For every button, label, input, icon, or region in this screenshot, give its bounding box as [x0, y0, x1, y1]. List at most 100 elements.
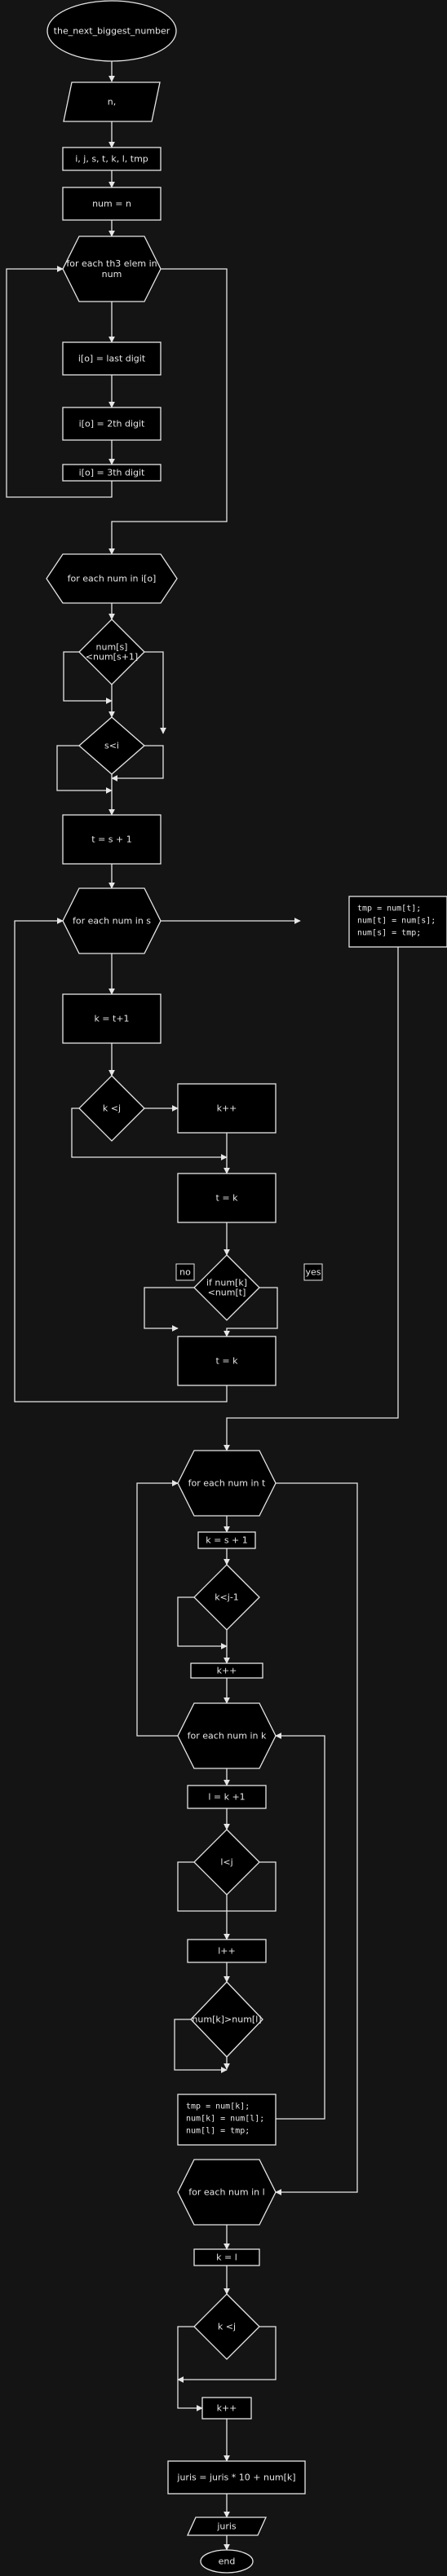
label-loop-s: for each num in s — [73, 916, 151, 927]
label-label-yes: yes — [305, 1267, 321, 1278]
label-digit1: i[o] = last digit — [78, 354, 146, 364]
label-output: juris — [216, 2521, 237, 2532]
label-start: the_next_biggest_number — [54, 26, 170, 37]
label-loop-io: for each num in i[o] — [68, 574, 157, 584]
decision-cmp-lj — [193, 1829, 260, 1896]
decision-cmp-kj1 — [193, 1564, 260, 1631]
label-label-no: no — [179, 1267, 191, 1278]
code-line-swap1-2: num[t] = num[s]; — [357, 917, 436, 926]
code-line-swap1-3: num[s] = tmp; — [357, 929, 421, 938]
process-k-assign1 — [62, 993, 162, 1044]
label-l-inc: l++ — [218, 1946, 236, 1957]
decision-cmp-si — [78, 716, 145, 775]
label-cmp-kj: k <j — [103, 1103, 121, 1114]
process-l-inc — [187, 1939, 267, 1963]
label-cmp-num-2: <num[s+1] — [86, 652, 138, 663]
process-k-assign2 — [197, 1531, 256, 1549]
label-k-inc2: k++ — [217, 1666, 237, 1676]
io-input-n — [63, 81, 161, 122]
label-cmp-kj2: k <j — [218, 2322, 236, 2332]
connector-12 — [144, 651, 166, 734]
loop-loop-s — [62, 887, 162, 954]
label-cmp-num-1: num[s] — [96, 642, 128, 653]
label-k-assign2: k = s + 1 — [206, 1535, 248, 1546]
process-l-assign — [187, 1785, 267, 1809]
process-juris-calc — [167, 2460, 306, 2495]
terminal-start — [46, 0, 177, 62]
label-l-assign: l = k +1 — [208, 1792, 245, 1803]
label-k-inc1: k++ — [217, 1103, 237, 1114]
label-end: end — [219, 2556, 236, 2567]
label-juris-calc: juris = juris * 10 + num[k] — [176, 2473, 295, 2483]
process-t-eq-k2 — [177, 1336, 277, 1386]
process-declare — [62, 147, 162, 171]
label-k-eq-l: k = l — [216, 2252, 237, 2263]
connector-28 — [224, 945, 399, 1451]
connector-43 — [136, 1480, 179, 1737]
label-cmp-si: s<i — [104, 741, 119, 751]
code-line-swap2-1: tmp = num[k]; — [186, 2103, 250, 2111]
label-cmp-kj1: k<j-1 — [215, 1592, 239, 1603]
process-digit2 — [62, 407, 162, 441]
label-digit2: i[o] = 2th digit — [79, 419, 145, 429]
label-loop-t: for each num in t — [188, 1478, 266, 1489]
label-loop-l: for each num in l — [188, 2187, 264, 2198]
branch-tag-label-no — [175, 1263, 195, 1281]
io-output — [186, 2517, 268, 2536]
loop-loop-io — [46, 553, 178, 604]
terminal-end — [200, 2549, 254, 2574]
connector-27 — [14, 918, 228, 1402]
decision-cmp-numk — [193, 1254, 260, 1321]
connector-26 — [224, 1287, 278, 1337]
label-loop-k: for each num in k — [188, 1731, 267, 1742]
connector-22 — [71, 1107, 228, 1160]
connector-11 — [63, 651, 113, 704]
connector-46 — [177, 2326, 203, 2411]
label-t-eq-k1: t = k — [216, 1193, 239, 1204]
label-assign-num: num = n — [92, 199, 131, 209]
connector-39 — [174, 2019, 228, 2073]
process-assign-num — [62, 187, 162, 221]
connector-14 — [56, 745, 113, 794]
code-block-swap2 — [177, 2094, 277, 2146]
connector-9 — [108, 268, 228, 555]
label-digit3: i[o] = 3th digit — [79, 468, 145, 478]
code-block-swap1 — [348, 896, 447, 948]
loop-loop-l — [177, 2159, 277, 2226]
connector-25 — [144, 1287, 194, 1332]
process-k-inc2 — [190, 1662, 263, 1679]
connector-31 — [177, 1596, 228, 1649]
loop-loop-elem — [62, 236, 162, 302]
flowchart-labels: the_next_biggest_number n, i, j, s, t, k, … — [54, 26, 436, 2567]
label-k-assign1: k = t+1 — [94, 1014, 129, 1024]
connector-42 — [275, 1482, 358, 2195]
label-cmp-numk-1: if num[k] — [206, 1278, 247, 1288]
connector-lines — [6, 61, 399, 2551]
label-loop-elem-1: for each th3 elem in — [66, 258, 157, 269]
decision-cmp-num — [78, 619, 145, 685]
decision-cmp-numkl — [190, 1981, 263, 2058]
label-cmp-numk-2: <num[t] — [208, 1288, 246, 1298]
decision-cmp-kj — [78, 1075, 145, 1142]
loop-loop-k — [177, 1702, 277, 1769]
branch-tag-label-yes — [303, 1263, 323, 1281]
label-cmp-lj: l<j — [220, 1857, 232, 1868]
code-line-swap1-1: tmp = num[t]; — [357, 905, 421, 914]
process-digit3 — [62, 464, 162, 482]
label-k-inc3: k++ — [217, 2403, 237, 2414]
decision-cmp-kj2 — [193, 2293, 260, 2360]
process-k-inc3 — [201, 2397, 252, 2420]
label-declare: i, j, s, t, k, l, tmp — [75, 154, 148, 165]
connector-15 — [111, 745, 164, 782]
process-t-assign — [62, 814, 162, 865]
label-cmp-numkl: num[k]>num[l] — [192, 2015, 261, 2025]
label-t-eq-k2: t = k — [216, 1356, 239, 1367]
connector-41 — [275, 1733, 325, 2120]
code-line-swap2-2: num[k] = num[l]; — [186, 2115, 264, 2124]
flowchart-nodes — [46, 0, 447, 2574]
label-t-assign: t = s + 1 — [91, 834, 131, 845]
label-input-n: n, — [108, 97, 116, 108]
process-k-eq-l — [193, 2248, 260, 2266]
process-digit1 — [62, 341, 162, 376]
